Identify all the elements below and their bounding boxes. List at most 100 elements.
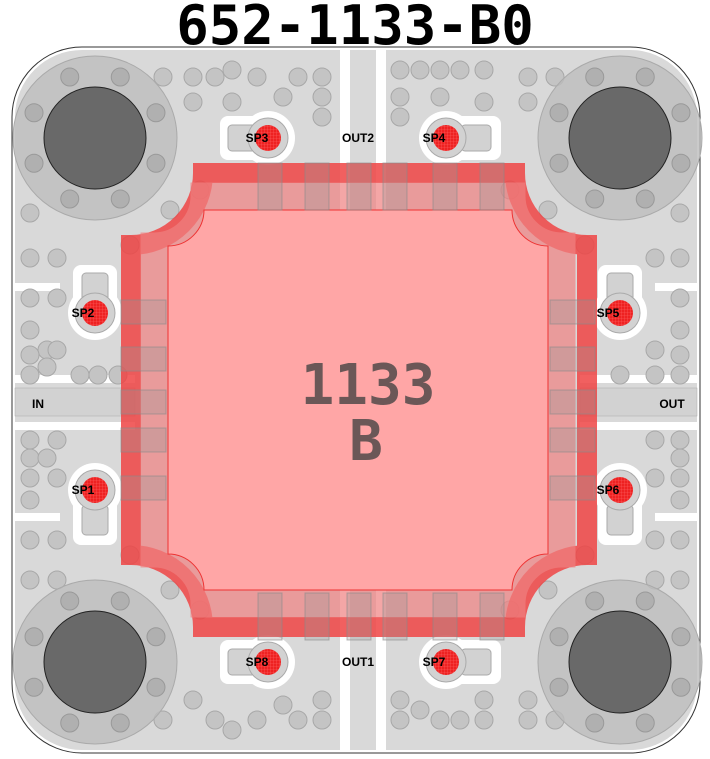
via: [670, 320, 690, 340]
via: [20, 320, 40, 340]
test-point-label: SP6: [597, 483, 620, 497]
test-point-7[interactable]: [433, 649, 459, 675]
test-point-5[interactable]: [607, 300, 633, 326]
bond-pad: [120, 299, 167, 325]
die-attach-inner-band: [140, 182, 576, 618]
via: [390, 107, 410, 127]
via: [450, 60, 470, 80]
bond-pad: [346, 162, 372, 211]
test-point-6[interactable]: [607, 477, 633, 503]
test-point-8[interactable]: [255, 649, 281, 675]
mounting-hole: [43, 610, 147, 714]
via: [635, 67, 655, 87]
via: [474, 60, 494, 80]
bond-pad: [120, 475, 167, 501]
test-point-3[interactable]: [255, 125, 281, 151]
via: [410, 700, 430, 720]
via: [670, 203, 690, 223]
via: [160, 580, 180, 600]
die-marking-number: 1133: [301, 353, 436, 418]
via: [670, 448, 690, 468]
via: [670, 365, 690, 385]
via: [47, 288, 67, 308]
bond-pad: [432, 162, 458, 211]
bond-pad: [549, 299, 596, 325]
via: [146, 103, 166, 123]
bond-pad: [120, 346, 167, 372]
via: [183, 690, 203, 710]
via: [60, 67, 80, 87]
via: [474, 92, 494, 112]
via: [47, 430, 67, 450]
via: [37, 448, 57, 468]
bond-pad: [120, 427, 167, 453]
via: [670, 248, 690, 268]
test-point-2[interactable]: [82, 300, 108, 326]
via: [20, 448, 40, 468]
bond-pad: [382, 592, 408, 641]
via: [24, 103, 44, 123]
via: [585, 591, 605, 611]
via: [671, 627, 691, 647]
via: [538, 200, 558, 220]
via: [670, 430, 690, 450]
bond-pad: [120, 389, 167, 415]
port-label-out1: OUT1: [342, 655, 374, 669]
die-marking-revision: B: [349, 409, 383, 474]
via: [70, 365, 90, 385]
via: [312, 710, 332, 730]
via: [88, 365, 108, 385]
via: [549, 103, 569, 123]
via: [671, 103, 691, 123]
test-point-label: SP5: [597, 306, 620, 320]
via: [20, 288, 40, 308]
via: [645, 365, 665, 385]
via: [645, 430, 665, 450]
bond-pad: [432, 592, 458, 641]
test-point-4[interactable]: [433, 125, 459, 151]
test-point-1[interactable]: [82, 477, 108, 503]
via: [24, 153, 44, 173]
via: [273, 695, 293, 715]
mounting-holes: [12, 55, 703, 745]
via: [518, 710, 538, 730]
via: [585, 713, 605, 733]
via: [474, 710, 494, 730]
via: [538, 580, 558, 600]
via: [20, 570, 40, 590]
via: [312, 67, 332, 87]
die-area: [167, 209, 549, 591]
via: [47, 468, 67, 488]
via: [205, 710, 225, 730]
test-point-label: SP7: [423, 655, 446, 669]
via: [146, 627, 166, 647]
in-trace: [14, 387, 136, 417]
via: [37, 357, 57, 377]
via: [153, 67, 173, 87]
via: [585, 67, 605, 87]
via: [288, 710, 308, 730]
bond-pad: [549, 346, 596, 372]
via: [670, 490, 690, 510]
via: [288, 67, 308, 87]
mounting-hole: [568, 610, 672, 714]
via: [47, 530, 67, 550]
port-label-out2: OUT2: [342, 131, 374, 145]
via: [183, 67, 203, 87]
via: [645, 530, 665, 550]
bond-pad: [257, 592, 283, 641]
via: [518, 67, 538, 87]
via-field: [20, 60, 690, 740]
via: [110, 591, 130, 611]
out-trace: [579, 387, 698, 417]
bond-pad: [479, 162, 505, 211]
via: [390, 60, 410, 80]
bond-pad: [304, 162, 330, 211]
via: [670, 570, 690, 590]
via: [671, 153, 691, 173]
test-point-label: SP3: [246, 131, 269, 145]
via: [430, 60, 450, 80]
port-label-out: OUT: [659, 397, 685, 411]
via: [110, 67, 130, 87]
